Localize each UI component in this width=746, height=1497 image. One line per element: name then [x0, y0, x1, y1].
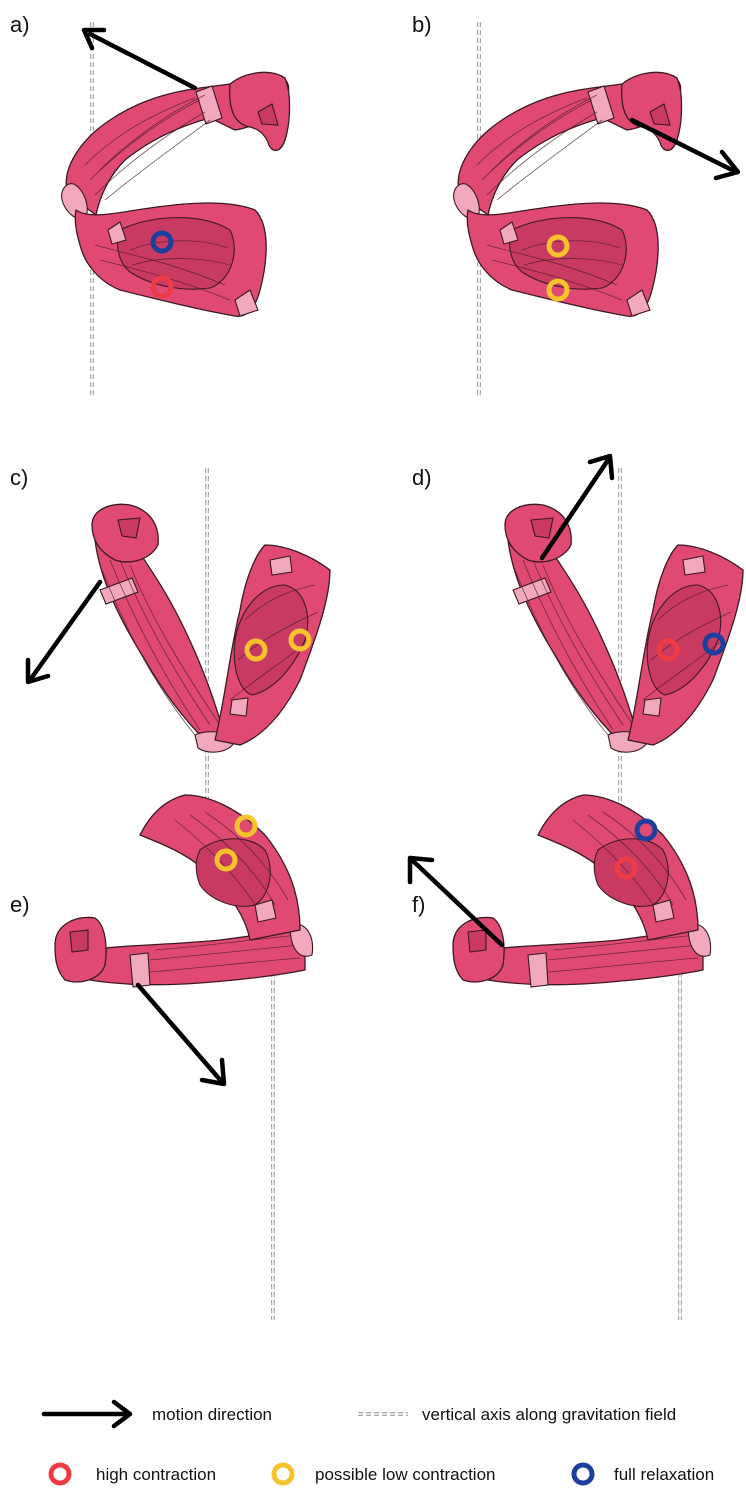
arm-f — [453, 795, 711, 987]
arm-a — [62, 72, 290, 316]
legend-low-contraction: possible low contraction — [274, 1465, 495, 1484]
panel-f: f) — [410, 795, 711, 1320]
motion-arrow-a — [90, 34, 195, 88]
arm-d — [505, 504, 743, 752]
panel-a: a) — [10, 12, 290, 398]
yellow-ring-icon — [274, 1465, 292, 1483]
arm-c — [92, 504, 330, 752]
legend-label-low-contraction: possible low contraction — [315, 1465, 495, 1484]
panel-d: d) — [412, 456, 743, 848]
legend-full-relaxation: full relaxation — [574, 1465, 714, 1484]
panel-b: b) — [412, 12, 738, 398]
panel-label-a: a) — [10, 12, 30, 37]
panel-label-e: e) — [10, 892, 30, 917]
motion-arrow-e — [138, 985, 222, 1082]
red-ring-icon — [51, 1465, 69, 1483]
arm-b — [454, 72, 682, 316]
arm-e — [55, 795, 313, 987]
motion-arrow-b — [632, 120, 736, 172]
panel-label-b: b) — [412, 12, 432, 37]
legend-label-motion-direction: motion direction — [152, 1405, 272, 1424]
motion-arrow-c — [30, 582, 100, 680]
panel-label-c: c) — [10, 465, 28, 490]
legend-motion-direction: motion direction — [44, 1402, 272, 1426]
panel-c: c) — [10, 465, 330, 848]
panel-label-d: d) — [412, 465, 432, 490]
legend-high-contraction: high contraction — [51, 1465, 216, 1484]
panel-e: e) — [10, 795, 313, 1320]
legend-label-vertical-axis: vertical axis along gravitation field — [422, 1405, 676, 1424]
legend-vertical-axis: vertical axis along gravitation field — [358, 1405, 676, 1424]
legend-label-high-contraction: high contraction — [96, 1465, 216, 1484]
panel-label-f: f) — [412, 892, 425, 917]
legend-label-full-relaxation: full relaxation — [614, 1465, 714, 1484]
blue-ring-icon — [574, 1465, 592, 1483]
legend: motion direction vertical axis along gra… — [44, 1402, 714, 1484]
